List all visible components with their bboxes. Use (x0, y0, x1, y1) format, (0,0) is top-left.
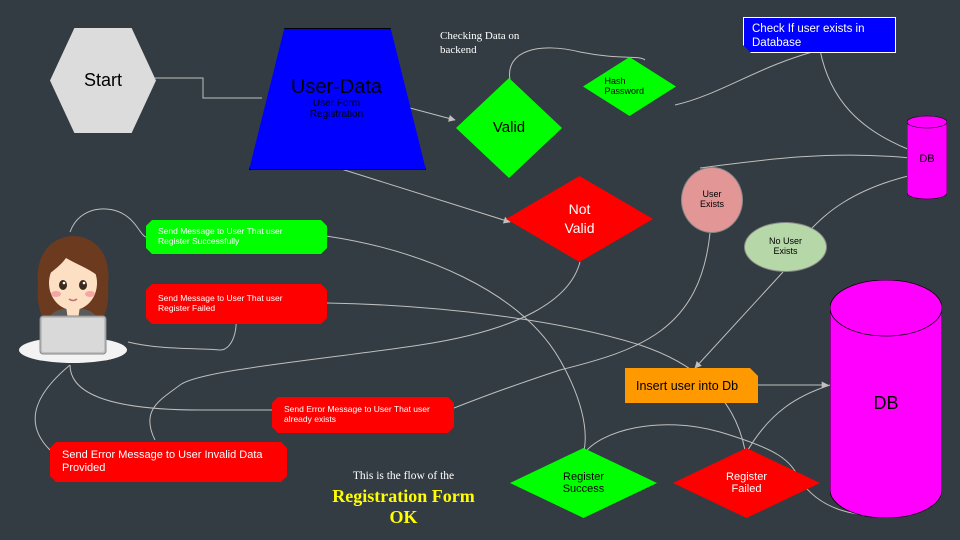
send-failed-node: Send Message to User That user Register … (146, 284, 327, 324)
send-success-node: Send Message to User That user Register … (146, 220, 327, 254)
send-exists-node: Send Error Message to User That user alr… (272, 397, 454, 433)
connector (819, 49, 911, 151)
connector (744, 384, 831, 456)
db-large-node: DB (830, 280, 942, 518)
checking-text: Checking Data on backend (440, 30, 520, 56)
connector (699, 154, 911, 169)
send-failed-label: Send Message to User That user Register … (158, 293, 283, 313)
user-data-title: User-Data (290, 76, 383, 98)
send-invalid-node: Send Error Message to User Invalid Data … (50, 442, 287, 482)
start-label: Start (83, 69, 122, 90)
footer-line1: This is the flow of the (352, 470, 455, 482)
db-large-label: DB (873, 393, 899, 414)
db-small-node: DB (907, 115, 947, 200)
register-failed-label: Register Failed (726, 470, 767, 495)
hash-node: Hash Password (583, 57, 676, 116)
connector (509, 47, 646, 81)
not-valid-line2: Valid (564, 219, 595, 236)
user-exists-label: User Exists (699, 189, 724, 209)
user-avatar (18, 228, 128, 363)
footer-line2: Registration Form (332, 486, 475, 506)
user-data-node: User-Data User Form Registration (249, 28, 426, 170)
connector (325, 235, 586, 456)
not-valid-node: Not Valid (506, 176, 653, 262)
footer-line3: OK (389, 507, 418, 527)
check-db-label: Check If user exists in Database (752, 23, 865, 50)
insert-label: Insert user into Db (636, 378, 739, 393)
send-success-label: Send Message to User That user Register … (158, 226, 283, 246)
register-success-label: Register Success (562, 470, 605, 495)
user-exists-node: User Exists (681, 167, 743, 233)
send-exists-label: Send Error Message to User That user alr… (284, 404, 430, 424)
connector (34, 364, 71, 451)
no-user-label: No User Exists (768, 236, 802, 256)
connector (582, 424, 801, 481)
connector (149, 261, 581, 441)
insert-node: Insert user into Db (625, 368, 758, 403)
no-user-node: No User Exists (744, 222, 827, 272)
connector (155, 77, 262, 99)
connector (409, 107, 456, 122)
connector (69, 208, 151, 239)
valid-node: Valid (456, 78, 562, 178)
valid-label: Valid (492, 118, 526, 136)
user-data-sub2: Registration (309, 109, 364, 120)
user-at-laptop-icon (19, 236, 127, 363)
footer-caption: This is the flow of the Registration For… (316, 470, 491, 528)
db-small-label: DB (919, 153, 935, 166)
connector (453, 232, 711, 409)
send-invalid-label: Send Error Message to User Invalid Data … (62, 449, 263, 474)
start-node: Start (50, 28, 156, 133)
connector (337, 167, 511, 224)
connector (127, 309, 237, 351)
connector (694, 271, 784, 369)
connector (811, 174, 913, 229)
connector (674, 49, 821, 106)
check-db-node: Check If user exists in Database (743, 17, 896, 53)
register-success-node: Register Success (510, 448, 657, 518)
user-data-sub1: User Form (312, 98, 361, 109)
db-small-shape (907, 115, 947, 200)
register-failed-node: Register Failed (673, 448, 820, 518)
not-valid-line1: Not (568, 201, 591, 218)
hash-label: Hash Password (604, 75, 645, 96)
db-large-shape (830, 280, 942, 518)
connector (69, 364, 272, 411)
